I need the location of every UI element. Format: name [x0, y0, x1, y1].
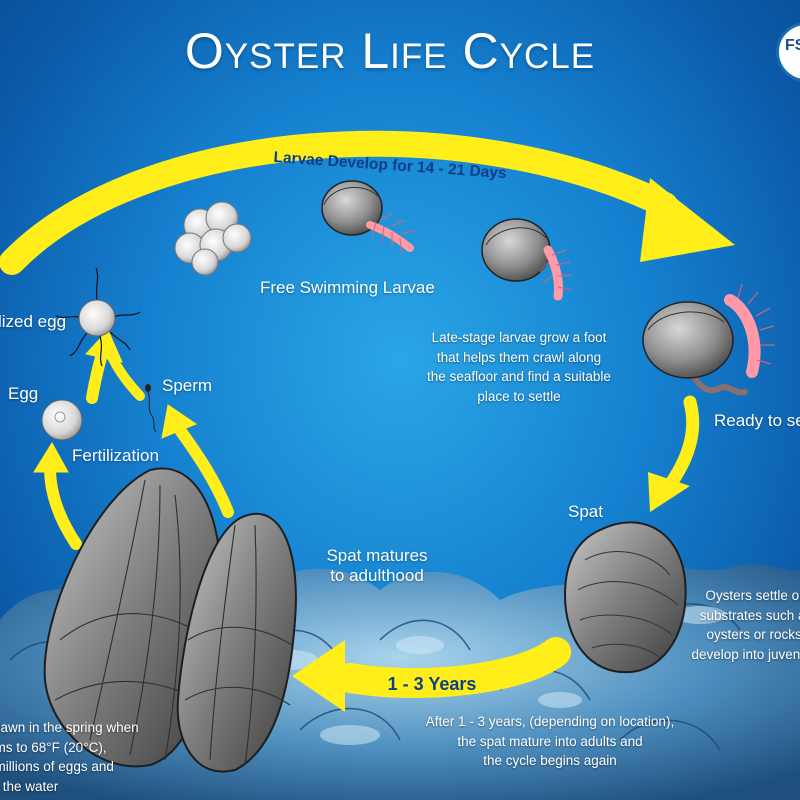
spat-oyster-icon [563, 521, 687, 674]
spawn-description: Oysters spawn in the spring when water w… [0, 720, 139, 794]
sperm-icon [145, 384, 157, 433]
settling-larva-icon [642, 283, 775, 396]
late-stage-description: Late-stage larvae grow a foot that helps… [427, 330, 611, 404]
larva-icon [481, 218, 573, 301]
adult-oyster-icon [43, 467, 222, 768]
cell-cluster-icon [174, 201, 252, 276]
spat-label: Spat [568, 502, 603, 521]
after-years-description: After 1 - 3 years, (depending on locatio… [425, 714, 675, 769]
years-arrow [292, 637, 571, 712]
ready-to-settle-label: Ready to settle [714, 411, 800, 430]
egg-label: Egg [8, 384, 39, 403]
spat-matures-label: Spat matures to adulthood [326, 546, 428, 585]
adult-oyster-icon [176, 512, 297, 773]
egg-icon [41, 399, 83, 441]
sperm-label: Sperm [162, 376, 213, 395]
logo-text: FSG [785, 37, 800, 54]
fertilization-label: Fertilization [72, 446, 159, 465]
settle-description: Oysters settle on substrates such as oys… [691, 588, 800, 662]
fertilized-egg-icon [55, 267, 141, 367]
page-title: Oyster Life Cycle [184, 23, 596, 79]
fertilization-arrows [33, 329, 234, 550]
ready-to-spat-arrow [648, 395, 700, 512]
larvae-develop-arrow [0, 130, 735, 275]
free-swimming-larvae-label: Free Swimming Larvae [260, 278, 435, 297]
years-label: 1 - 3 Years [388, 674, 477, 694]
fertilized-egg-label: Fertilized egg [0, 312, 67, 331]
larva-icon [321, 180, 416, 255]
